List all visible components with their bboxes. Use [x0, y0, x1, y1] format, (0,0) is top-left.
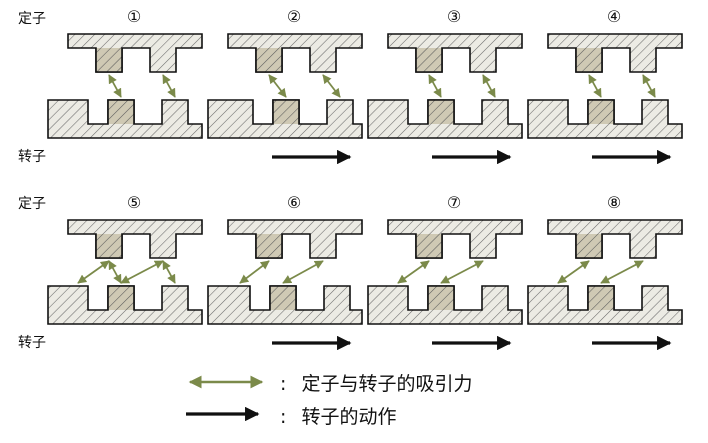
stator-label-row1: 定子	[18, 11, 46, 27]
attraction-arrow	[588, 74, 602, 98]
stator-active-outline	[95, 48, 123, 73]
attraction-arrow	[642, 74, 656, 98]
rotor-active-outline	[587, 285, 615, 310]
attraction-arrow	[268, 74, 287, 98]
panel-number-3: ③	[447, 7, 461, 26]
attraction-arrow	[108, 260, 122, 284]
panel-6: ⑥	[207, 193, 363, 351]
attraction-arrow	[77, 260, 110, 284]
attraction-arrow	[162, 260, 176, 284]
panel-8: ⑧	[527, 193, 683, 351]
stator-active-outline	[415, 234, 443, 259]
rotor-active-outline	[427, 285, 455, 310]
stator-body	[387, 219, 523, 259]
panel-number-6: ⑥	[287, 193, 301, 212]
legend-motion-text: 转子的动作	[301, 406, 397, 428]
stator-active-tooth	[96, 48, 122, 72]
stator-active-outline	[95, 234, 123, 259]
panel-3: ③	[367, 7, 523, 165]
stator-active-outline	[575, 48, 603, 73]
rotor-active-tooth	[428, 100, 454, 124]
panel-number-8: ⑧	[607, 193, 621, 212]
rotor-active-outline	[427, 99, 455, 124]
rotor-active-outline	[269, 285, 297, 310]
stator-active-tooth	[256, 48, 282, 72]
panel-5: ⑤	[47, 193, 203, 325]
attraction-arrow	[322, 74, 341, 98]
stator-active-tooth	[576, 48, 602, 72]
attraction-arrow	[239, 260, 270, 284]
attraction-arrow	[282, 260, 324, 284]
stator-label-row2: 定子	[18, 196, 46, 212]
panel-number-2: ②	[287, 7, 301, 26]
stator-body	[547, 219, 683, 259]
stator-active-tooth	[96, 234, 122, 258]
legend-motion: : 转子的动作	[280, 402, 397, 429]
attraction-arrow	[162, 74, 176, 98]
rotor-active-tooth	[270, 286, 296, 310]
panel-number-5: ⑤	[127, 193, 141, 212]
stator-active-outline	[415, 48, 443, 73]
panel-2: ②	[207, 7, 363, 165]
stator-active-tooth	[576, 234, 602, 258]
rotor-active-outline	[272, 99, 300, 124]
legend-motion-separator: :	[280, 406, 287, 428]
legend-attraction-separator: :	[280, 373, 287, 395]
rotor-active-tooth	[273, 100, 299, 124]
rotor-label-row2: 转子	[18, 335, 46, 351]
rotor-active-tooth	[108, 286, 134, 310]
legend-attraction-text: 定子与转子的吸引力	[301, 373, 473, 395]
rotor-active-outline	[107, 285, 135, 310]
legend-attraction: : 定子与转子的吸引力	[280, 369, 473, 396]
panel-4: ④	[527, 7, 683, 165]
attraction-arrow	[600, 260, 644, 284]
panel-1: ①	[47, 7, 203, 139]
rotor-active-outline	[587, 99, 615, 124]
stator-body	[547, 33, 683, 73]
stator-active-outline	[255, 48, 283, 73]
stator-body	[67, 33, 203, 73]
stator-active-tooth	[416, 234, 442, 258]
stator-active-tooth	[416, 48, 442, 72]
panel-7: ⑦	[367, 193, 523, 351]
panel-number-1: ①	[127, 7, 141, 26]
stator-body	[67, 219, 203, 259]
stator-body	[387, 33, 523, 73]
attraction-arrow	[120, 260, 164, 284]
stator-body	[227, 33, 363, 73]
rotor-active-tooth	[588, 100, 614, 124]
panel-number-7: ⑦	[447, 193, 461, 212]
attraction-arrow	[428, 74, 442, 98]
rotor-active-outline	[107, 99, 135, 124]
attraction-arrow	[482, 74, 496, 98]
attraction-arrow	[108, 74, 122, 98]
rotor-active-tooth	[588, 286, 614, 310]
stator-active-outline	[255, 234, 283, 259]
stator-active-tooth	[256, 234, 282, 258]
attraction-arrow	[557, 260, 590, 284]
rotor-label-row1: 转子	[18, 149, 46, 165]
attraction-arrow	[440, 260, 484, 284]
attraction-arrow	[397, 260, 430, 284]
rotor-active-tooth	[428, 286, 454, 310]
panel-number-4: ④	[607, 7, 621, 26]
rotor-active-tooth	[108, 100, 134, 124]
stator-body	[227, 219, 363, 259]
stator-active-outline	[575, 234, 603, 259]
